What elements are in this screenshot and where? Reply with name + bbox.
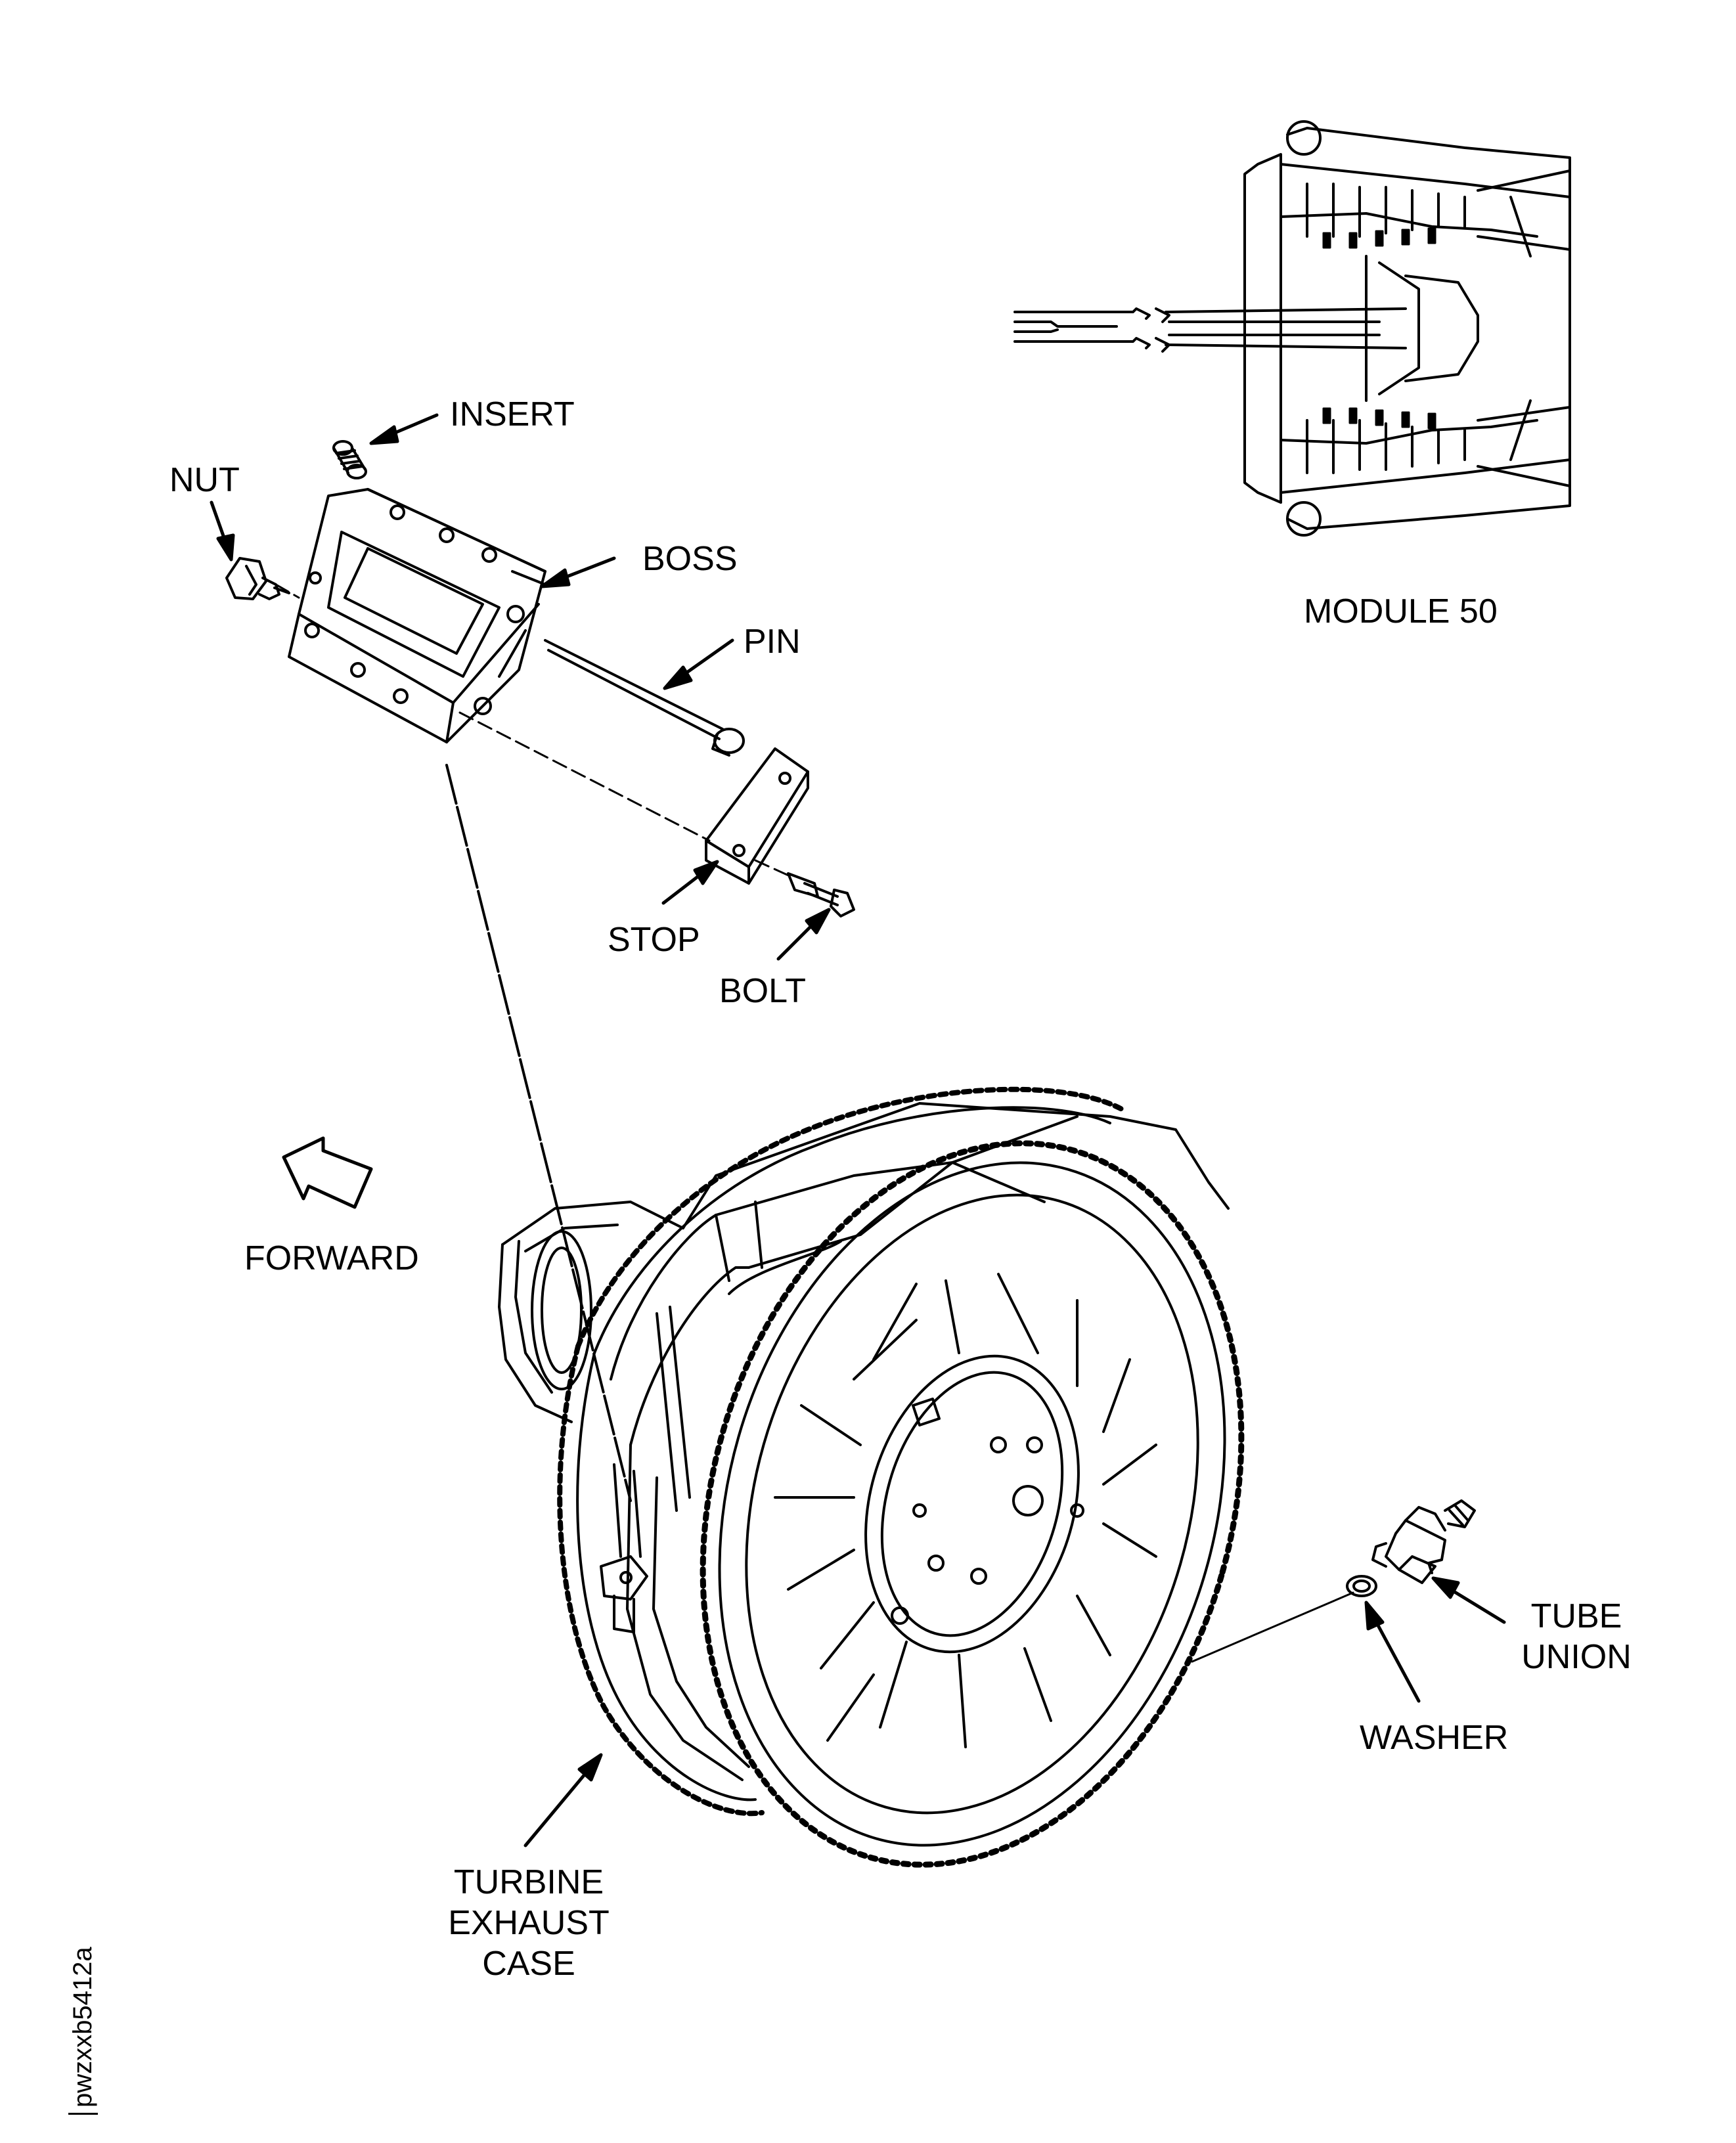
bolt-part: [788, 873, 854, 916]
module-50-section: [1015, 122, 1570, 535]
washer-part: [1347, 1576, 1376, 1596]
leader-arrows: [211, 415, 1504, 1845]
boss-location-line: [447, 765, 631, 1501]
turbine-exhaust-case-label-line-2: EXHAUST: [448, 1904, 610, 1942]
tube-union-part: [1373, 1501, 1475, 1583]
boss-part: [289, 489, 545, 742]
tube-union-label: TUBE UNION: [1504, 1596, 1649, 1677]
stop-part: [706, 749, 808, 883]
forward-arrow-icon: [284, 1138, 371, 1207]
bolt-label: BOLT: [719, 972, 806, 1010]
turbine-exhaust-case: [499, 1079, 1323, 1929]
pin-label: PIN: [744, 623, 801, 661]
module-label: MODULE 50: [1304, 592, 1498, 630]
boss-label: BOSS: [642, 540, 738, 578]
turbine-exhaust-case-label-line-1: TURBINE: [453, 1863, 604, 1901]
tube-union-label-line-2: UNION: [1521, 1638, 1632, 1676]
pin-part: [545, 640, 744, 755]
turbine-exhaust-case-label: TURBINE EXHAUST CASE: [430, 1862, 627, 1984]
turbine-exhaust-case-label-line-3: CASE: [482, 1945, 575, 1983]
nut-label: NUT: [169, 461, 240, 499]
insert-label: INSERT: [450, 395, 575, 433]
boss-assembly: [227, 441, 854, 916]
figure-id: pwzxxb5412a: [68, 1947, 98, 2115]
washer-label: WASHER: [1360, 1719, 1509, 1757]
stop-label: STOP: [608, 921, 700, 959]
forward-label: FORWARD: [244, 1239, 419, 1277]
nut-part: [227, 558, 289, 599]
union-location-line: [1192, 1593, 1353, 1662]
tube-union-label-line-1: TUBE: [1530, 1597, 1622, 1635]
insert-part: [334, 441, 366, 478]
